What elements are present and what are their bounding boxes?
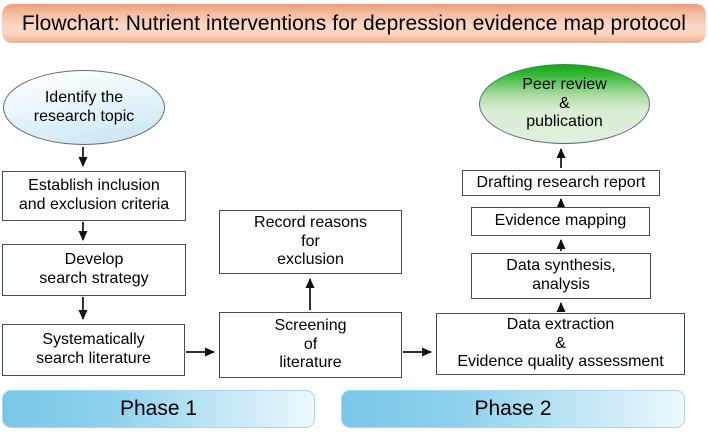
node-data-extraction-quality: Data extraction & Evidence quality asses…: [436, 313, 685, 375]
node-establish-criteria: Establish inclusion and exclusion criter…: [2, 171, 186, 221]
node-peer-review-publication: Peer review & publication: [479, 64, 650, 144]
node-record-exclusion-reasons: Record reasons for exclusion: [219, 210, 402, 274]
node-data-synthesis-analysis: Data synthesis, analysis: [471, 253, 651, 299]
node-evidence-mapping: Evidence mapping: [471, 207, 650, 236]
node-screening-literature: Screening of literature: [219, 312, 402, 378]
node-drafting-research-report: Drafting research report: [462, 170, 660, 196]
node-identify-research-topic: Identify the research topic: [3, 70, 165, 145]
node-systematically-search: Systematically search literature: [2, 324, 185, 376]
phase-1-bar: Phase 1: [2, 390, 315, 428]
phase-2-bar: Phase 2: [341, 390, 685, 428]
node-develop-search-strategy: Develop search strategy: [2, 244, 186, 296]
flowchart-title: Flowchart: Nutrient interventions for de…: [2, 4, 706, 43]
